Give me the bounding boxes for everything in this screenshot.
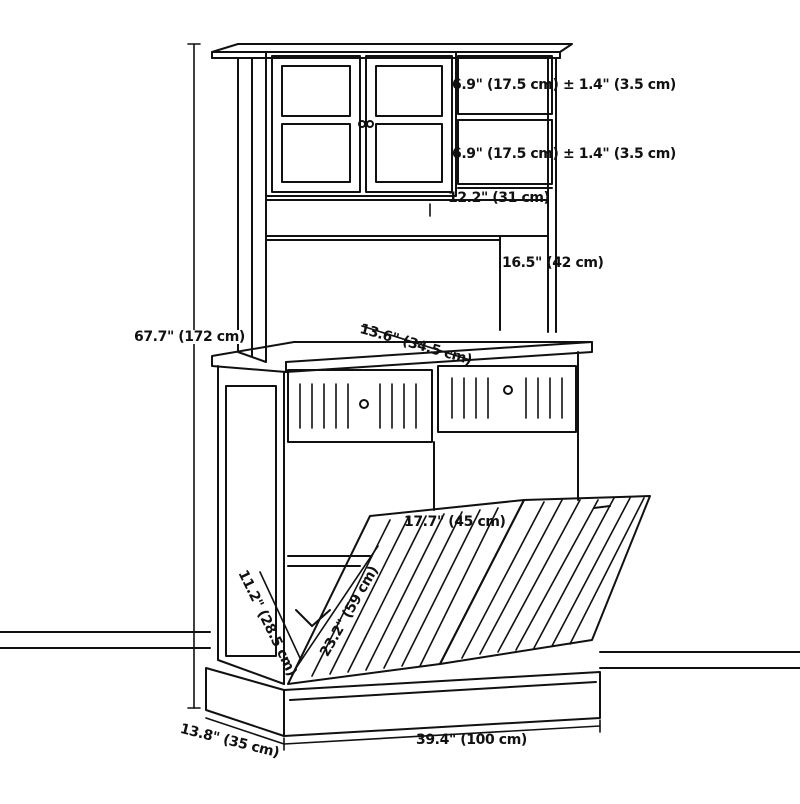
hutch-depth-dimension-label: 12.2" (31 cm) [448,190,550,206]
floor-lines [0,631,800,669]
base-cabinet [205,341,651,737]
dimension-lines [187,43,601,751]
shelf-upper-dimension-label: 6.9" (17.5 cm) ± 1.4" (3.5 cm) [452,77,676,93]
hutch-gap-height-dimension-label: 16.5" (42 cm) [502,255,604,271]
total-height-dimension-label: 67.7" (172 cm) [134,329,245,345]
shelf-lower-dimension-label: 6.9" (17.5 cm) ± 1.4" (3.5 cm) [452,146,676,162]
total-width-dimension-label: 39.4" (100 cm) [416,732,527,748]
bin-width-dimension-label: 17.7" (45 cm) [404,514,506,530]
hutch [211,43,573,363]
